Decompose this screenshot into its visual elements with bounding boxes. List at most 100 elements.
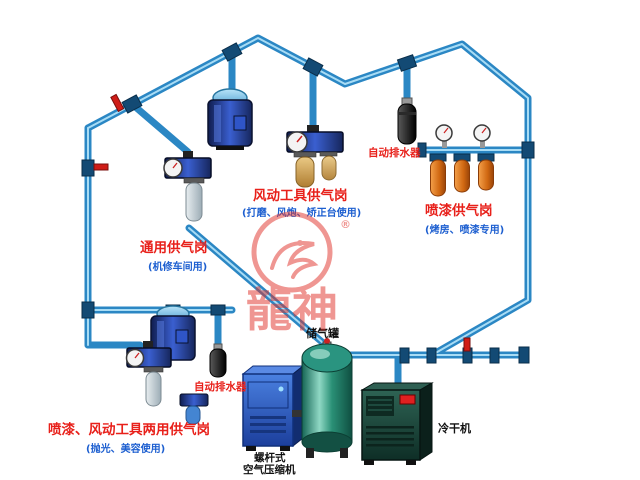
- label-auto-drain-top: 自动排水器: [368, 146, 421, 159]
- label-dual-station-note: (抛光、美容使用): [86, 442, 165, 455]
- registered-mark: ®: [340, 218, 351, 231]
- frl-unit-pneumatic: [286, 125, 344, 188]
- gauge-needle: [296, 135, 303, 143]
- frl-unit-general: [163, 151, 212, 222]
- pipe-fitting: [210, 304, 226, 316]
- screw-compressor: [241, 364, 306, 451]
- dragon-emblem-ring: [251, 211, 333, 293]
- dryer-foot: [364, 460, 374, 465]
- paint-filter-bank: [417, 124, 495, 197]
- motor-unit-top: [207, 88, 253, 150]
- tank-leg: [340, 448, 348, 458]
- cartridge-body: [478, 159, 494, 191]
- label-auto-drain-bottom: 自动排水器: [194, 380, 247, 393]
- cartridge-body: [430, 159, 446, 197]
- label-dual-station: 喷漆、风动工具两用供气岗: [48, 421, 210, 438]
- pipe-fitting: [426, 347, 437, 364]
- tank-valve: [324, 338, 330, 344]
- label-pneumatic-station-note: (打磨、风炮、矫正台使用): [242, 206, 361, 219]
- label-paint-station: 喷漆供气岗: [425, 202, 493, 219]
- frl-knob: [307, 125, 319, 133]
- compressor-front: [242, 373, 294, 447]
- compressor-foot: [280, 446, 290, 451]
- bowl-collar: [143, 366, 164, 373]
- pipe-fitting: [396, 54, 418, 72]
- filter-bowl: [145, 371, 162, 407]
- pipe-fitting: [81, 159, 95, 177]
- gauge-needle: [134, 352, 140, 359]
- watermark-text: 龍神: [246, 283, 338, 337]
- label-general-station-note: (机修车间用): [148, 260, 207, 273]
- label-compressor-line1: 螺杆式: [254, 451, 286, 464]
- label-pneumatic-station: 风动工具供气岗: [253, 187, 348, 204]
- frl-knob: [183, 151, 193, 159]
- motor-highlight: [157, 321, 164, 355]
- compressor-panel: [247, 381, 289, 409]
- pipe-fitting: [399, 347, 410, 364]
- bowl-collar: [183, 177, 205, 184]
- compressor-indicator: [278, 386, 284, 392]
- dryer-foot: [406, 460, 416, 465]
- label-compressor-line2: 空气压缩机: [243, 463, 296, 476]
- motor-base: [216, 146, 244, 150]
- valve-lever: [110, 93, 125, 113]
- compressor-vent: [250, 416, 286, 419]
- valve-lever: [463, 337, 471, 352]
- dryer-display: [399, 394, 416, 405]
- pipe-end-cap: [518, 346, 530, 364]
- mini-frl-unit: [179, 393, 209, 425]
- compressor-vent: [250, 430, 286, 433]
- watermark-logo: ® 龍神: [246, 211, 351, 337]
- pipe-highlight: [87, 37, 529, 356]
- frl-block: [179, 393, 209, 407]
- tank-bottom: [301, 431, 353, 453]
- motor-panel: [175, 329, 189, 344]
- dryer-vent: [366, 432, 414, 435]
- label-dryer: 冷干机: [438, 421, 471, 435]
- station-labels: 风动工具供气岗 (打磨、风炮、矫正台使用) 喷漆供气岗 (烤房、喷漆专用) 通用…: [48, 146, 504, 476]
- dryer-louver: [368, 404, 392, 406]
- tank-dome: [301, 343, 353, 373]
- gauge-stem: [480, 140, 485, 148]
- label-general-station: 通用供气岗: [140, 239, 208, 256]
- cartridge-body: [454, 159, 470, 193]
- filter-bowl: [185, 405, 201, 425]
- dragon-emblem-swirl: [270, 241, 319, 279]
- dryer-vent: [366, 444, 414, 447]
- label-air-tank: 储气罐: [306, 326, 339, 340]
- pipe-fitting: [81, 301, 95, 319]
- tank-leg: [306, 448, 314, 458]
- drain-ring: [398, 112, 416, 115]
- motor-highlight: [214, 105, 221, 142]
- frl-general-branch-pipe: [128, 100, 192, 156]
- pipe-fitting: [521, 141, 535, 159]
- bowl-collar: [293, 151, 317, 158]
- drain-body: [397, 103, 417, 145]
- valve-lever: [93, 163, 109, 171]
- pipe-fitting: [121, 94, 143, 114]
- bowl-collar: [319, 151, 338, 157]
- compressor-vent: [250, 423, 286, 426]
- manifold-end-cap: [417, 142, 427, 158]
- frl-knob: [143, 341, 153, 349]
- gauge-stem: [442, 140, 447, 148]
- compressor-outlet-pipe: [292, 410, 306, 417]
- filter-bowl: [295, 156, 315, 188]
- dryer-vent: [366, 438, 414, 441]
- lubricator-bowl: [321, 155, 337, 181]
- filter-cartridge: [429, 153, 447, 197]
- gauge-needle: [481, 127, 487, 134]
- dragon-emblem-eye: [297, 240, 303, 246]
- pipe-highlight: [188, 227, 323, 343]
- pipe-fitting: [221, 42, 243, 62]
- label-paint-station-note: (烤房、喷漆专用): [425, 223, 504, 236]
- dryer-louver: [368, 409, 392, 411]
- motor-panel: [233, 115, 247, 131]
- air-dryer: [360, 382, 434, 465]
- dryer-vent: [366, 426, 414, 429]
- filter-cartridge: [453, 153, 471, 193]
- compressor-foot: [246, 446, 256, 451]
- gauge-needle: [172, 162, 178, 169]
